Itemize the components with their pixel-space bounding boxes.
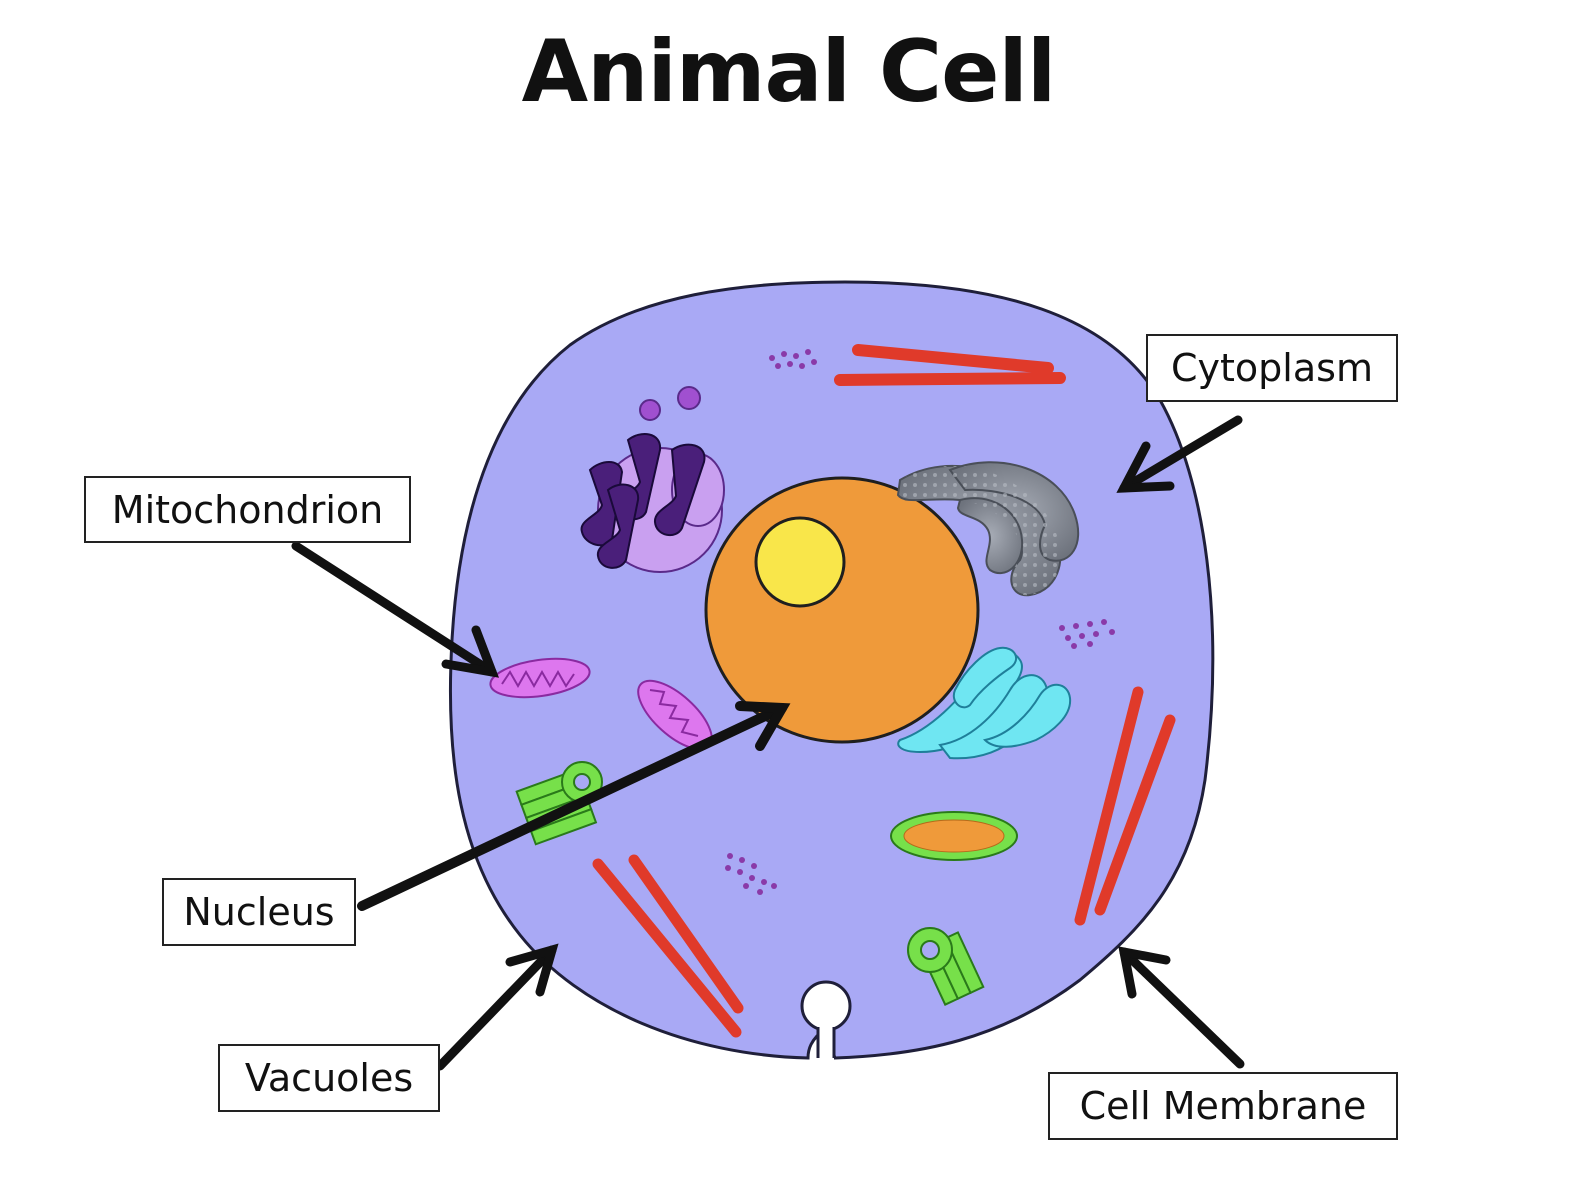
centriole-shape-2 <box>907 927 985 1006</box>
vacuole-notch <box>800 980 852 1062</box>
microtubule-group-right <box>1074 686 1176 926</box>
lysosome-shape <box>580 386 725 573</box>
arrow-mitochondrion <box>291 541 500 678</box>
arrow-cytoplasm <box>1116 415 1243 493</box>
label-mitochondrion: Mitochondrion <box>84 476 411 543</box>
ribosome-cluster-1 <box>769 349 817 369</box>
arrow-nucleus <box>357 701 791 911</box>
ribosome-cluster-3 <box>725 853 777 895</box>
label-nucleus: Nucleus <box>162 878 356 946</box>
label-cytoplasm: Cytoplasm <box>1146 334 1398 402</box>
golgi-shape <box>896 461 1080 597</box>
diagram-title: Animal Cell <box>521 22 1057 122</box>
ribosome-cluster-2 <box>1059 619 1115 649</box>
vesicle-oval-shape <box>890 811 1018 861</box>
microtubule-group-top <box>834 344 1066 386</box>
endoplasmic-reticulum-shape <box>897 646 1072 760</box>
nucleolus-shape <box>754 516 846 608</box>
microtubule-group-bottom <box>592 854 744 1038</box>
arrow-cell-membrane <box>1118 946 1245 1069</box>
label-cell-membrane: Cell Membrane <box>1048 1072 1398 1140</box>
arrow-vacuoles <box>435 943 559 1071</box>
mitochondrion-shape-1 <box>489 657 591 699</box>
nucleus-shape <box>704 476 980 744</box>
label-vacuoles: Vacuoles <box>218 1044 440 1112</box>
